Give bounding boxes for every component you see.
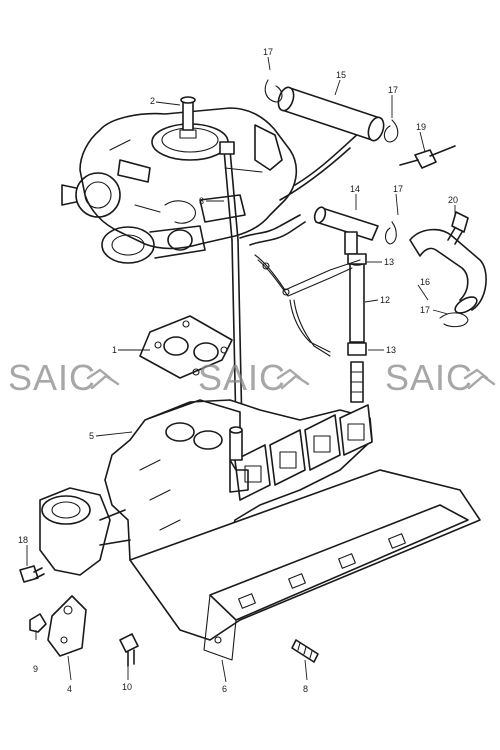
callout-18: 18 bbox=[18, 535, 28, 545]
control-cable bbox=[254, 254, 361, 357]
callout-13-bottom: 13 bbox=[386, 345, 396, 355]
callout-17-mid: 17 bbox=[393, 184, 403, 194]
callout-1: 1 bbox=[112, 345, 117, 355]
watermark-text: SAIC bbox=[198, 357, 286, 398]
callout-6: 6 bbox=[222, 684, 227, 694]
watermark-bird-icon bbox=[463, 368, 496, 390]
callout-17-low: 17 bbox=[420, 305, 430, 315]
callout-10: 10 bbox=[122, 682, 132, 692]
hose-15 bbox=[264, 79, 399, 143]
callout-19: 19 bbox=[416, 122, 426, 132]
callout-3: 3 bbox=[199, 196, 204, 206]
watermark-left: SAIC bbox=[8, 357, 120, 398]
callout-8: 8 bbox=[303, 684, 308, 694]
callout-14: 14 bbox=[350, 184, 360, 194]
callout-2: 2 bbox=[150, 96, 155, 106]
callout-numbers: 2 3 1 5 17 15 17 19 14 17 20 13 16 12 17… bbox=[18, 47, 458, 694]
watermark-center: SAIC bbox=[198, 357, 310, 398]
stud-8 bbox=[291, 639, 319, 663]
carburetor-assembly bbox=[61, 96, 298, 264]
callout-12: 12 bbox=[380, 295, 390, 305]
callout-17-right: 17 bbox=[388, 85, 398, 95]
manifold-gasket-6 bbox=[129, 469, 481, 661]
callout-9: 9 bbox=[33, 664, 38, 674]
hose-16 bbox=[409, 228, 487, 328]
bolt-20 bbox=[447, 211, 469, 245]
sensor-18 bbox=[19, 565, 45, 583]
leader-lines bbox=[26, 56, 456, 683]
callout-20: 20 bbox=[448, 195, 458, 205]
callout-13-top: 13 bbox=[384, 257, 394, 267]
rod-3 bbox=[219, 141, 243, 431]
intake-manifold bbox=[39, 399, 373, 581]
watermark-bird-icon bbox=[276, 368, 310, 390]
gasket-1 bbox=[139, 315, 233, 379]
vacuum-hose bbox=[239, 131, 361, 246]
callout-15: 15 bbox=[336, 70, 346, 80]
watermark-right: SAIC bbox=[385, 357, 496, 398]
callout-5: 5 bbox=[89, 431, 94, 441]
watermark-text: SAIC bbox=[385, 357, 473, 398]
watermark-text: SAIC bbox=[8, 357, 96, 398]
gasket-4 bbox=[47, 595, 87, 657]
pipe-12 bbox=[347, 253, 367, 403]
bolt-on-manifold bbox=[229, 426, 243, 461]
callout-17-top: 17 bbox=[263, 47, 273, 57]
bolt-10 bbox=[119, 633, 139, 667]
callout-4: 4 bbox=[67, 684, 72, 694]
callout-16: 16 bbox=[420, 277, 430, 287]
valve-19 bbox=[399, 145, 456, 169]
nut-9 bbox=[29, 613, 47, 633]
watermark-bird-icon bbox=[86, 368, 120, 390]
tube-14 bbox=[313, 206, 397, 255]
